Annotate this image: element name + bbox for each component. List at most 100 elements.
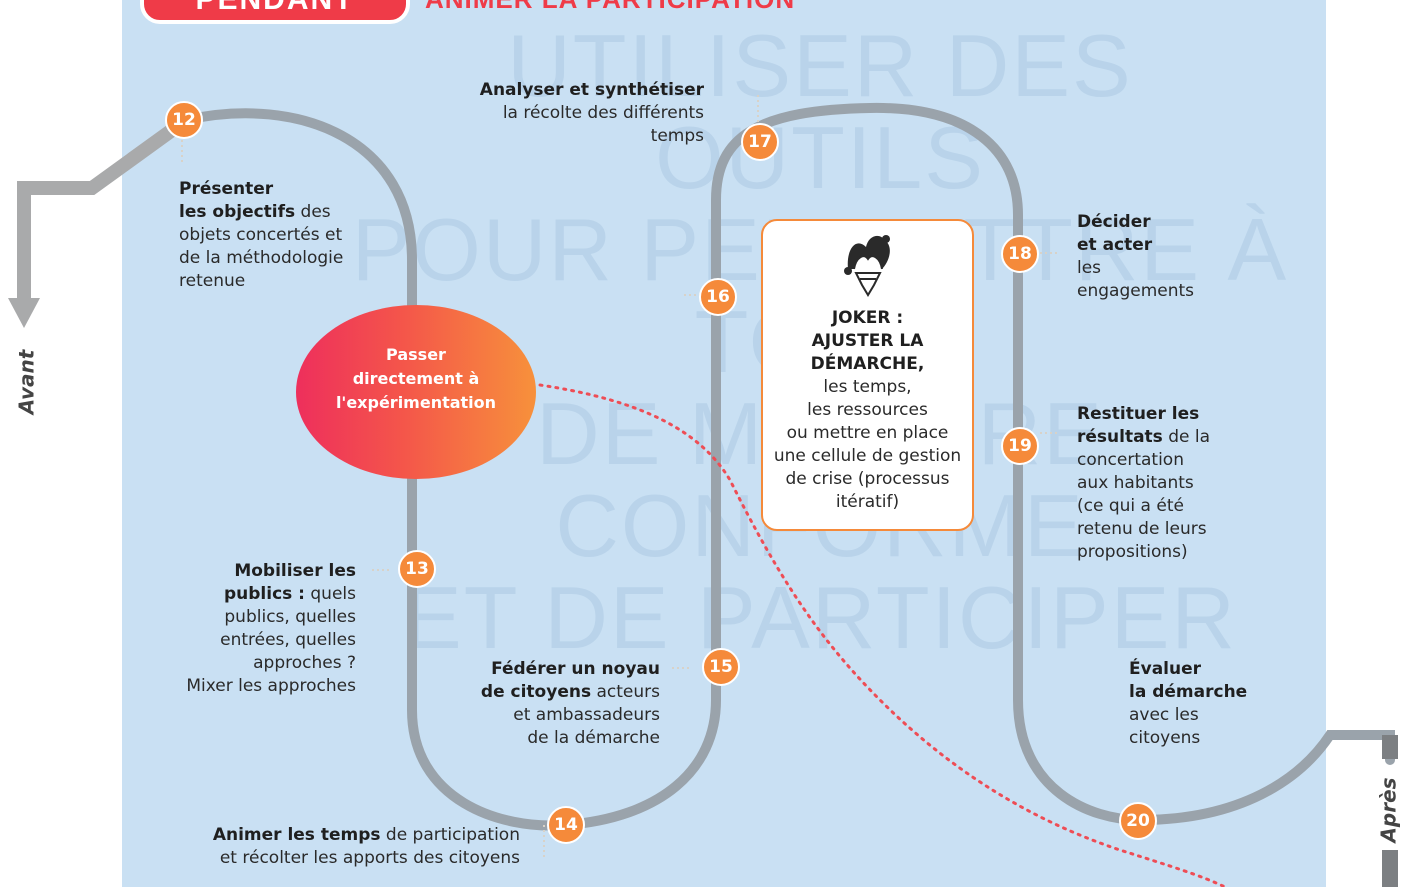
step-text-bold: la démarche (1129, 682, 1248, 702)
step-text-regular: et récolter les apports des citoyens (219, 848, 520, 868)
step-number-badge: 18 (1001, 235, 1039, 273)
step-text-bold: Analyser et synthétiser (479, 80, 704, 100)
joker-body-line: de crise (processus (785, 469, 950, 489)
joker-body-line: les ressources (807, 400, 928, 420)
shortcut-dotted-path (538, 383, 1227, 887)
step-text-line: citoyens (1129, 727, 1247, 750)
step-text-bold: les objectifs (179, 202, 296, 222)
step-text-regular: (ce qui a été (1077, 496, 1184, 516)
step-text-regular: des (295, 202, 331, 222)
step-text-line: Fédérer un noyau (460, 658, 660, 681)
joker-body-line: une cellule de gestion (773, 446, 962, 466)
step-text-regular: de la (1162, 427, 1211, 447)
step-text-bold: résultats (1077, 427, 1163, 447)
step-text-regular: retenu de leurs (1077, 519, 1207, 539)
step-text-line: Restituer les (1077, 403, 1210, 426)
side-label-after: Après (1376, 777, 1401, 843)
joker-title-line: AJUSTER LA (811, 331, 924, 351)
step-text-line: publics : quels (150, 583, 356, 606)
step-text-regular: Mixer les approches (186, 676, 356, 696)
step-text-regular: et ambassadeurs (513, 705, 660, 725)
step-text-regular: de la démarche (527, 728, 660, 748)
step-text-line: retenu de leurs (1077, 518, 1210, 541)
exit-bar-top (1382, 735, 1398, 759)
joker-body-line: les temps, (823, 377, 912, 397)
step-text-line: engagements (1077, 280, 1194, 303)
joker-body-line: ou mettre en place (786, 423, 949, 443)
step-text-regular: citoyens (1129, 728, 1201, 748)
step-number-badge: 17 (741, 123, 779, 161)
step-text-line: Présenter (179, 178, 343, 201)
watermark-line: UTILISER DES OUTILS (507, 16, 1133, 207)
step-text-line: Analyser et synthétiser (470, 79, 704, 102)
step-text-line: les objectifs des (179, 201, 343, 224)
step-text-bold: publics : (223, 584, 305, 604)
step-text-bold: et acter (1077, 235, 1153, 255)
exit-bar-bottom (1382, 850, 1398, 887)
step-text-line: et récolter les apports des citoyens (180, 847, 520, 870)
phase-subtitle: ANIMER LA PARTICIPATION (425, 0, 795, 15)
step-text-line: et ambassadeurs (460, 704, 660, 727)
bubble-line: directement à (352, 369, 480, 388)
entry-arrow-line (17, 114, 191, 305)
step-text-line: Animer les temps de participation (180, 824, 520, 847)
joker-title-line: DÉMARCHE, (810, 354, 925, 374)
step-text-line: Mobiliser les (150, 560, 356, 583)
step-text-line: Évaluer (1129, 658, 1247, 681)
step-number-badge: 12 (165, 101, 203, 139)
shortcut-bubble-text: Passer directement à l'expérimentation (300, 343, 532, 415)
step-text-line: (ce qui a été (1077, 495, 1210, 518)
bubble-line: l'expérimentation (335, 393, 497, 412)
step-text-regular: quels (304, 584, 356, 604)
step-text-bold: Décider (1077, 212, 1151, 232)
step-text-line: propositions) (1077, 541, 1210, 564)
step-text-line: de la méthodologie (179, 247, 343, 270)
shortcut-bubble (296, 305, 536, 479)
step-text-regular: retenue (179, 271, 246, 291)
step-text-bold: Évaluer (1129, 659, 1202, 679)
joker-title-line: JOKER : (831, 308, 904, 328)
joker-description: les temps, les ressources ou mettre en p… (761, 376, 974, 514)
step-number-badge: 20 (1119, 802, 1157, 840)
entry-arrow-head (8, 298, 40, 328)
step-text-bold: Mobiliser les (234, 561, 356, 581)
step-number-badge: 15 (702, 648, 740, 686)
step-text-regular: la récolte des différents (502, 103, 704, 123)
step-text-line: la récolte des différents (470, 102, 704, 125)
step-text-line: aux habitants (1077, 472, 1210, 495)
step-text-line: temps (470, 125, 704, 148)
step-text-line: objets concertés et (179, 224, 343, 247)
step-text-regular: de la méthodologie (179, 248, 344, 268)
step-number-badge: 16 (699, 278, 737, 316)
step-text-regular: entrées, quelles (220, 630, 356, 650)
step-text-line: et acter (1077, 234, 1194, 257)
joker-body-line: itératif) (835, 492, 900, 512)
step-text-regular: acteurs (591, 682, 660, 702)
step-text-regular: publics, quelles (224, 607, 356, 627)
step-text-line: Mixer les approches (150, 675, 356, 698)
step-text-regular: de participation (380, 825, 520, 845)
step-text-line: concertation (1077, 449, 1210, 472)
side-label-before: Avant (14, 349, 39, 415)
step-number-badge: 14 (547, 806, 585, 844)
step-text-line: approches ? (150, 652, 356, 675)
step-text-bold: Animer les temps (212, 825, 381, 845)
step-text-regular: aux habitants (1077, 473, 1194, 493)
step-text-regular: approches ? (253, 653, 356, 673)
jester-hat-icon (844, 235, 890, 297)
step-17-text: Analyser et synthétiser la récolte des di… (470, 79, 704, 148)
step-text-regular: concertation (1077, 450, 1184, 470)
step-text-line: Décider (1077, 211, 1194, 234)
step-evaluate-text: Évaluer la démarche avec les citoyens (1129, 658, 1247, 750)
step-text-line: résultats de la (1077, 426, 1210, 449)
step-number-badge: 19 (1001, 427, 1039, 465)
step-text-bold: Présenter (179, 179, 274, 199)
step-text-regular: engagements (1077, 281, 1195, 301)
step-text-line: avec les (1129, 704, 1247, 727)
step-text-regular: avec les (1129, 705, 1199, 725)
step-text-bold: de citoyens (480, 682, 592, 702)
